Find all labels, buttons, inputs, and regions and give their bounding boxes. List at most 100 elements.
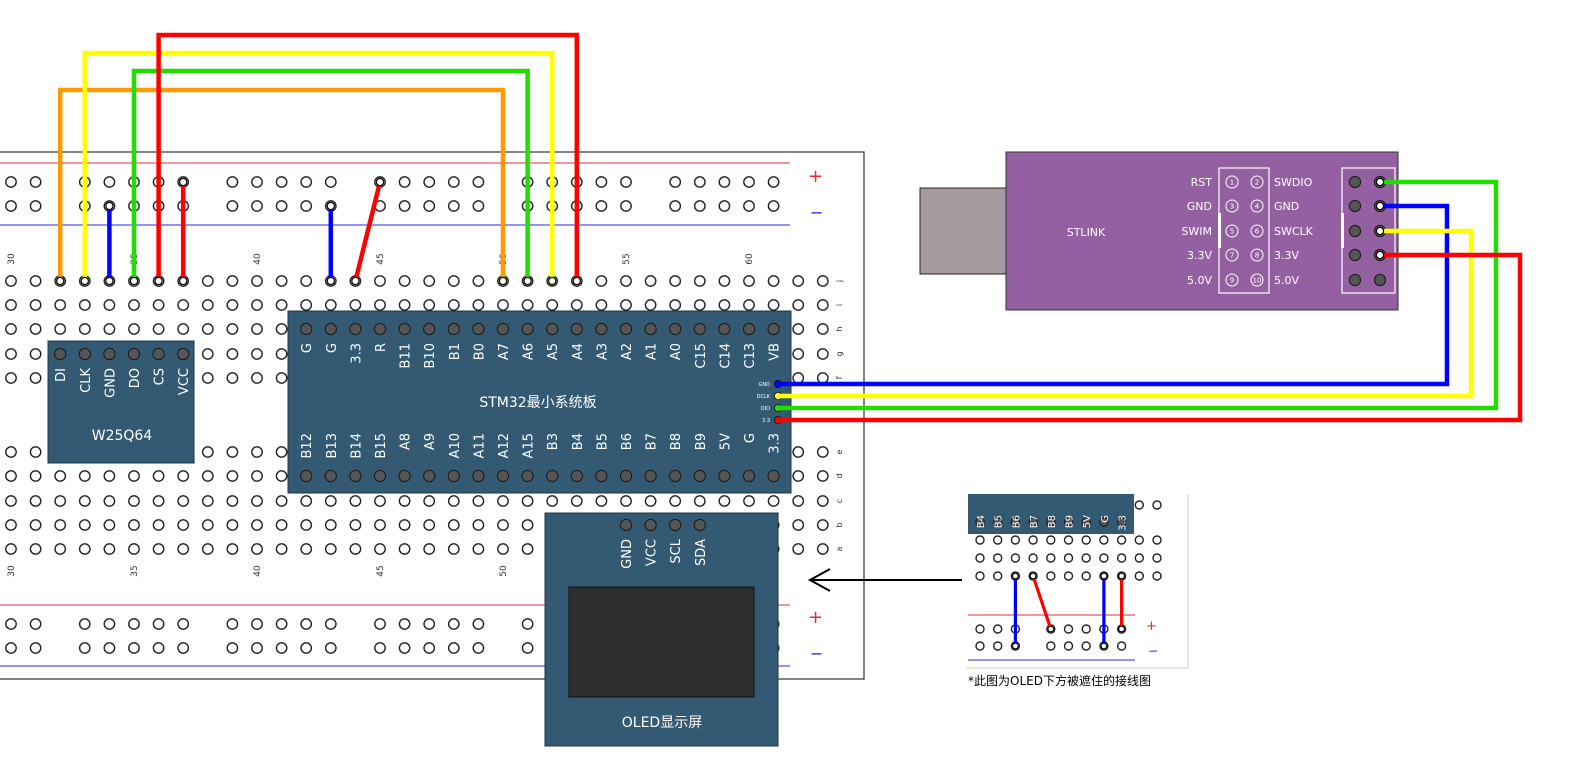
breadboard-hole xyxy=(374,275,386,287)
rail-hole xyxy=(743,200,755,212)
rail-hole xyxy=(669,176,682,188)
breadboard-hole xyxy=(497,495,509,507)
breadboard-hole xyxy=(669,495,682,507)
rail-hole xyxy=(251,176,263,188)
breadboard-hole xyxy=(792,470,805,482)
wire-end xyxy=(572,276,582,286)
inset-rail-hole xyxy=(1081,624,1091,634)
stlink-header-pin xyxy=(1373,273,1387,287)
wire-end xyxy=(351,276,360,286)
breadboard-hole xyxy=(300,543,313,555)
stm32-top-pin-label: G xyxy=(300,343,315,353)
wire-end xyxy=(326,201,335,211)
breadboard-hole xyxy=(103,495,116,507)
rail-hole xyxy=(398,642,411,654)
stm32-top-pin xyxy=(619,322,633,336)
inset-wire-end xyxy=(1118,572,1125,580)
column-number: 45 xyxy=(376,565,386,576)
stlink-key-notch-right xyxy=(1341,213,1344,248)
inset-pin-label: B8 xyxy=(1047,515,1058,528)
breadboard-hole xyxy=(324,543,337,555)
breadboard-hole xyxy=(128,495,140,507)
inset-hole xyxy=(1152,535,1162,545)
inset-rail-hole xyxy=(975,624,985,634)
stm32-bottom-pin xyxy=(496,469,510,483)
wire-di-a7 xyxy=(57,87,506,281)
breadboard-hole xyxy=(743,299,755,311)
breadboard-hole xyxy=(275,275,288,287)
breadboard-hole xyxy=(251,519,263,531)
oled-pin xyxy=(619,518,633,532)
w25q64-pin xyxy=(177,347,190,361)
breadboard-hole xyxy=(447,543,460,555)
rail-hole xyxy=(251,618,263,630)
rail-hole xyxy=(275,200,288,212)
inset-wire-end xyxy=(1118,625,1125,633)
breadboard-hole xyxy=(275,543,288,555)
inset-hole xyxy=(1028,553,1038,563)
stm32-top-pin-label: A4 xyxy=(571,343,586,360)
inset-hole xyxy=(1134,535,1145,545)
stlink-left-label: 5.0V xyxy=(1187,274,1212,287)
wire-3v3-stm32 xyxy=(353,181,383,282)
breadboard-hole xyxy=(128,543,140,555)
stm32-bottom-pin-label: B13 xyxy=(325,433,340,458)
inset-pin xyxy=(1063,517,1074,527)
breadboard-hole xyxy=(226,299,239,311)
breadboard-hole xyxy=(103,323,116,335)
stm32-bottom-pin xyxy=(619,469,633,483)
rail-hole xyxy=(251,200,263,212)
breadboard-hole xyxy=(447,519,460,531)
inset-hole xyxy=(1063,535,1074,545)
bottom-plus-sign: + xyxy=(808,607,823,628)
stlink-title: STLINK xyxy=(1067,226,1106,239)
w25q64-pin xyxy=(152,347,165,361)
breadboard-hole xyxy=(78,519,91,531)
breadboard-hole xyxy=(78,299,91,311)
breadboard-hole xyxy=(152,543,165,555)
breadboard-hole xyxy=(226,446,239,458)
breadboard-hole xyxy=(324,299,337,311)
rail-hole xyxy=(78,618,91,630)
breadboard-hole xyxy=(620,299,632,311)
wire-end xyxy=(105,276,114,286)
inset-hole xyxy=(1046,535,1056,545)
rail-hole xyxy=(718,176,731,188)
breadboard-hole xyxy=(5,299,17,311)
stlink-pin-number-ring xyxy=(1225,199,1239,213)
inset-hole xyxy=(1116,553,1127,563)
oled-pin-label: SDA xyxy=(694,539,709,566)
inset-hole xyxy=(1063,571,1074,581)
stm32-swd-pin-label: DCLK xyxy=(757,394,771,400)
column-number: 35 xyxy=(130,565,140,576)
rail-hole xyxy=(718,200,731,212)
breadboard-hole xyxy=(472,519,485,531)
breadboard-hole xyxy=(29,543,42,555)
breadboard-hole xyxy=(54,470,67,482)
stlink-pin-number-ring xyxy=(1225,273,1239,287)
breadboard-hole xyxy=(570,495,583,507)
stlink-pin-number-ring xyxy=(1250,273,1264,287)
rail-hole xyxy=(595,176,608,188)
inset-rail-hole xyxy=(1046,641,1056,651)
stlink-pin-number: 6 xyxy=(1255,228,1260,236)
rail-hole xyxy=(275,642,288,654)
inset-hole xyxy=(1152,500,1162,510)
stlink-right-label: SWCLK xyxy=(1274,225,1314,238)
stm32-top-pin-label: VB xyxy=(768,343,783,361)
rail-hole xyxy=(423,176,436,188)
inset-hole xyxy=(993,535,1003,545)
stlink-header-pin xyxy=(1348,199,1362,213)
stlink-pin-number: 5 xyxy=(1230,228,1234,236)
stlink-pin-number: 4 xyxy=(1255,203,1260,211)
breadboard-hole xyxy=(816,348,829,360)
stm32-top-pin xyxy=(546,322,559,336)
column-number: 60 xyxy=(745,253,755,265)
stm32-top-pin xyxy=(447,322,460,336)
breadboard-hole xyxy=(620,495,632,507)
stm32-title: STM32最小系统板 xyxy=(479,395,596,411)
stm32-top-pin-label: G xyxy=(325,343,340,353)
stlink-pin-number: 1 xyxy=(1230,179,1234,187)
row-letter: g xyxy=(835,351,844,356)
